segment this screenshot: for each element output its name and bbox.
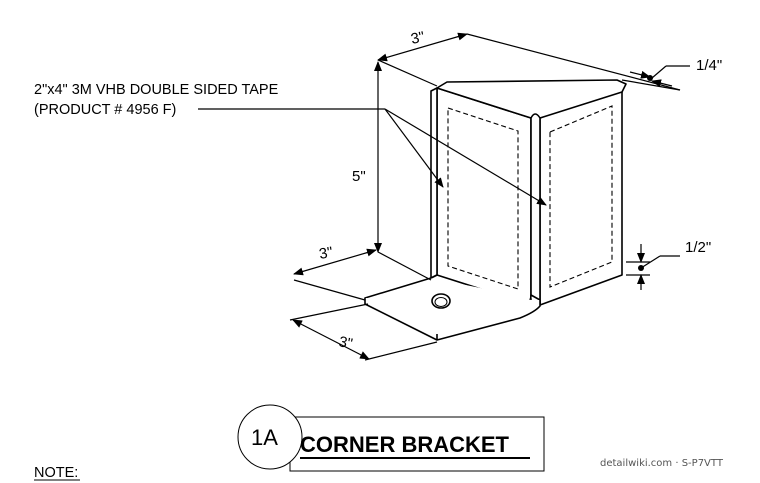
callout-leader: [198, 108, 547, 206]
right-wing-face: [539, 84, 623, 306]
dim-height: 5": [352, 168, 366, 185]
callout-line-1: 2"x4" 3M VHB DOUBLE SIDED TAPE: [34, 82, 279, 98]
detail-tag: 1A: [251, 425, 278, 450]
bracket-body: [364, 79, 627, 341]
callout-line-2: (PRODUCT # 4956 F): [34, 102, 176, 118]
note-label: NOTE:: [34, 465, 78, 481]
left-wing-face: [436, 87, 532, 306]
dim-top-width: 3": [409, 28, 426, 47]
tape-pad-left: [447, 107, 519, 290]
dim-foot-depth: 3": [318, 244, 334, 263]
dim-foot-width: 3": [337, 333, 354, 352]
drawing-title: CORNER BRACKET: [300, 432, 510, 457]
inset-dot: [638, 265, 644, 271]
tape-pads: [447, 105, 613, 290]
title-block: 1A CORNER BRACKET: [237, 404, 545, 472]
detail-tag-circle: [237, 404, 303, 470]
thickness-dot: [647, 75, 653, 81]
corner-bend: [530, 113, 541, 310]
watermark: detailwiki.com · S-P7VTT: [600, 458, 724, 469]
left-wing-edge: [430, 87, 438, 279]
dimension-lines: [289, 32, 690, 361]
tape-pad-right: [549, 105, 613, 288]
dim-thickness: 1/4": [696, 57, 722, 74]
dim-inset: 1/2": [685, 239, 711, 256]
foot-thickness: [364, 298, 541, 341]
